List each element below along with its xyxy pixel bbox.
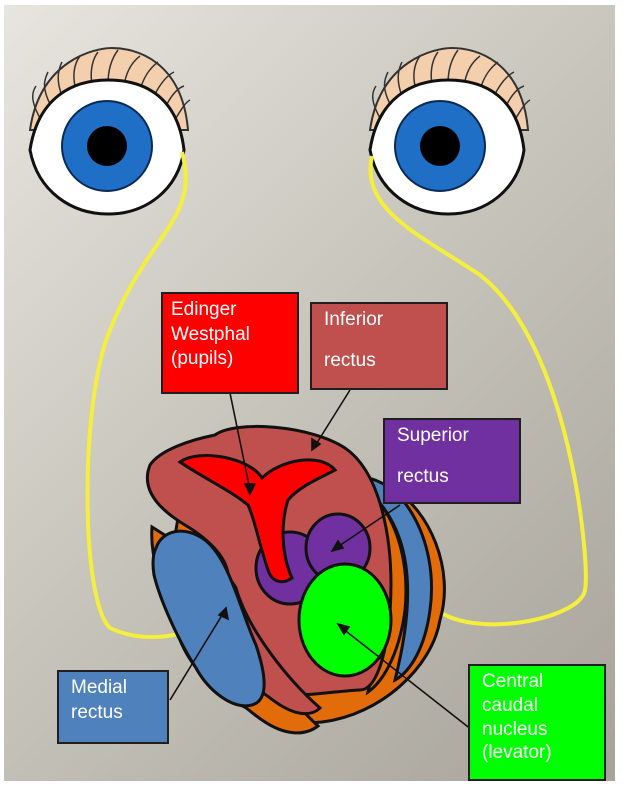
central-caudal-shape (299, 564, 391, 676)
right-eye-icon (370, 48, 530, 214)
label-superior-rectus: Superior rectus (383, 418, 521, 504)
left-eye-icon (30, 48, 190, 214)
label-central-caudal: Central caudal nucleus (levator) (468, 664, 606, 781)
label-medial-rectus: Medial rectus (57, 670, 169, 744)
pointer-inferior (315, 390, 350, 446)
label-inferior-rectus: Inferior rectus (310, 302, 448, 390)
label-edinger-westphal: Edinger Westphal (pupils) (161, 292, 299, 394)
